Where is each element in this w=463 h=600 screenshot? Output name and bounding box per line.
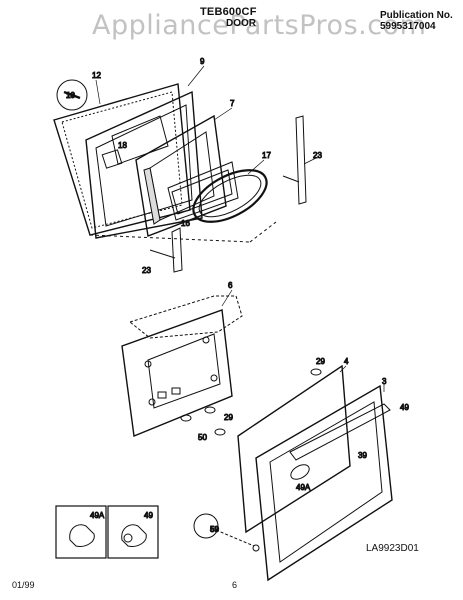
window-glass <box>167 161 239 221</box>
screw-head <box>252 544 260 552</box>
outer-door-panel <box>237 364 351 534</box>
leader-lines <box>95 65 385 392</box>
outer-door-frame <box>53 83 191 236</box>
label-50: 50 <box>198 433 207 442</box>
door-trim-frame <box>255 384 393 582</box>
label-29-right: 29 <box>316 357 325 366</box>
screw-29 <box>214 368 322 436</box>
label-9: 9 <box>200 57 205 66</box>
window-frame <box>135 114 227 237</box>
hinge-left <box>149 227 183 273</box>
screw-part <box>56 79 88 111</box>
label-39: 39 <box>358 451 367 460</box>
clip-50 <box>180 406 216 422</box>
section-title: DOOR <box>226 18 256 29</box>
publication-number: 5995317004 <box>380 21 436 32</box>
label-23-left: 23 <box>142 266 151 275</box>
label-18: 18 <box>118 141 127 150</box>
screw-59 <box>193 513 219 539</box>
inset-box-49A <box>55 505 107 559</box>
window-gasket <box>192 169 268 223</box>
label-12: 12 <box>92 71 101 80</box>
label-29-left: 29 <box>224 413 233 422</box>
model-number: TEB600CF <box>200 6 257 18</box>
label-10: 10 <box>66 91 75 100</box>
insulation-blanket <box>128 295 243 339</box>
label-6: 6 <box>228 281 233 290</box>
inner-door-panel <box>121 309 233 437</box>
page-number: 6 <box>232 580 238 590</box>
watermark: AppliancePartsPros.com <box>92 10 427 41</box>
label-3: 3 <box>382 377 387 386</box>
inset-box-49 <box>107 505 159 559</box>
label-4: 4 <box>344 357 349 366</box>
assembly-lines-upper <box>89 221 277 243</box>
label-59: 59 <box>210 525 219 534</box>
label-49A: 49A <box>296 483 311 492</box>
label-49: 49 <box>400 403 409 412</box>
footer-date: 01/99 <box>12 580 35 590</box>
inset-label-49: 49 <box>144 511 153 520</box>
label-17: 17 <box>262 151 271 160</box>
door-handle <box>289 403 391 480</box>
inset-label-49A: 49A <box>90 511 105 520</box>
door-liner <box>85 90 203 239</box>
label-7: 7 <box>230 99 235 108</box>
hinge-right <box>282 115 307 205</box>
label-23-right: 23 <box>313 151 322 160</box>
diagram-id: LA9923D01 <box>366 543 419 554</box>
publication-label: Publication No. <box>380 10 453 21</box>
label-16: 16 <box>181 219 190 228</box>
leader-59 <box>215 529 255 547</box>
